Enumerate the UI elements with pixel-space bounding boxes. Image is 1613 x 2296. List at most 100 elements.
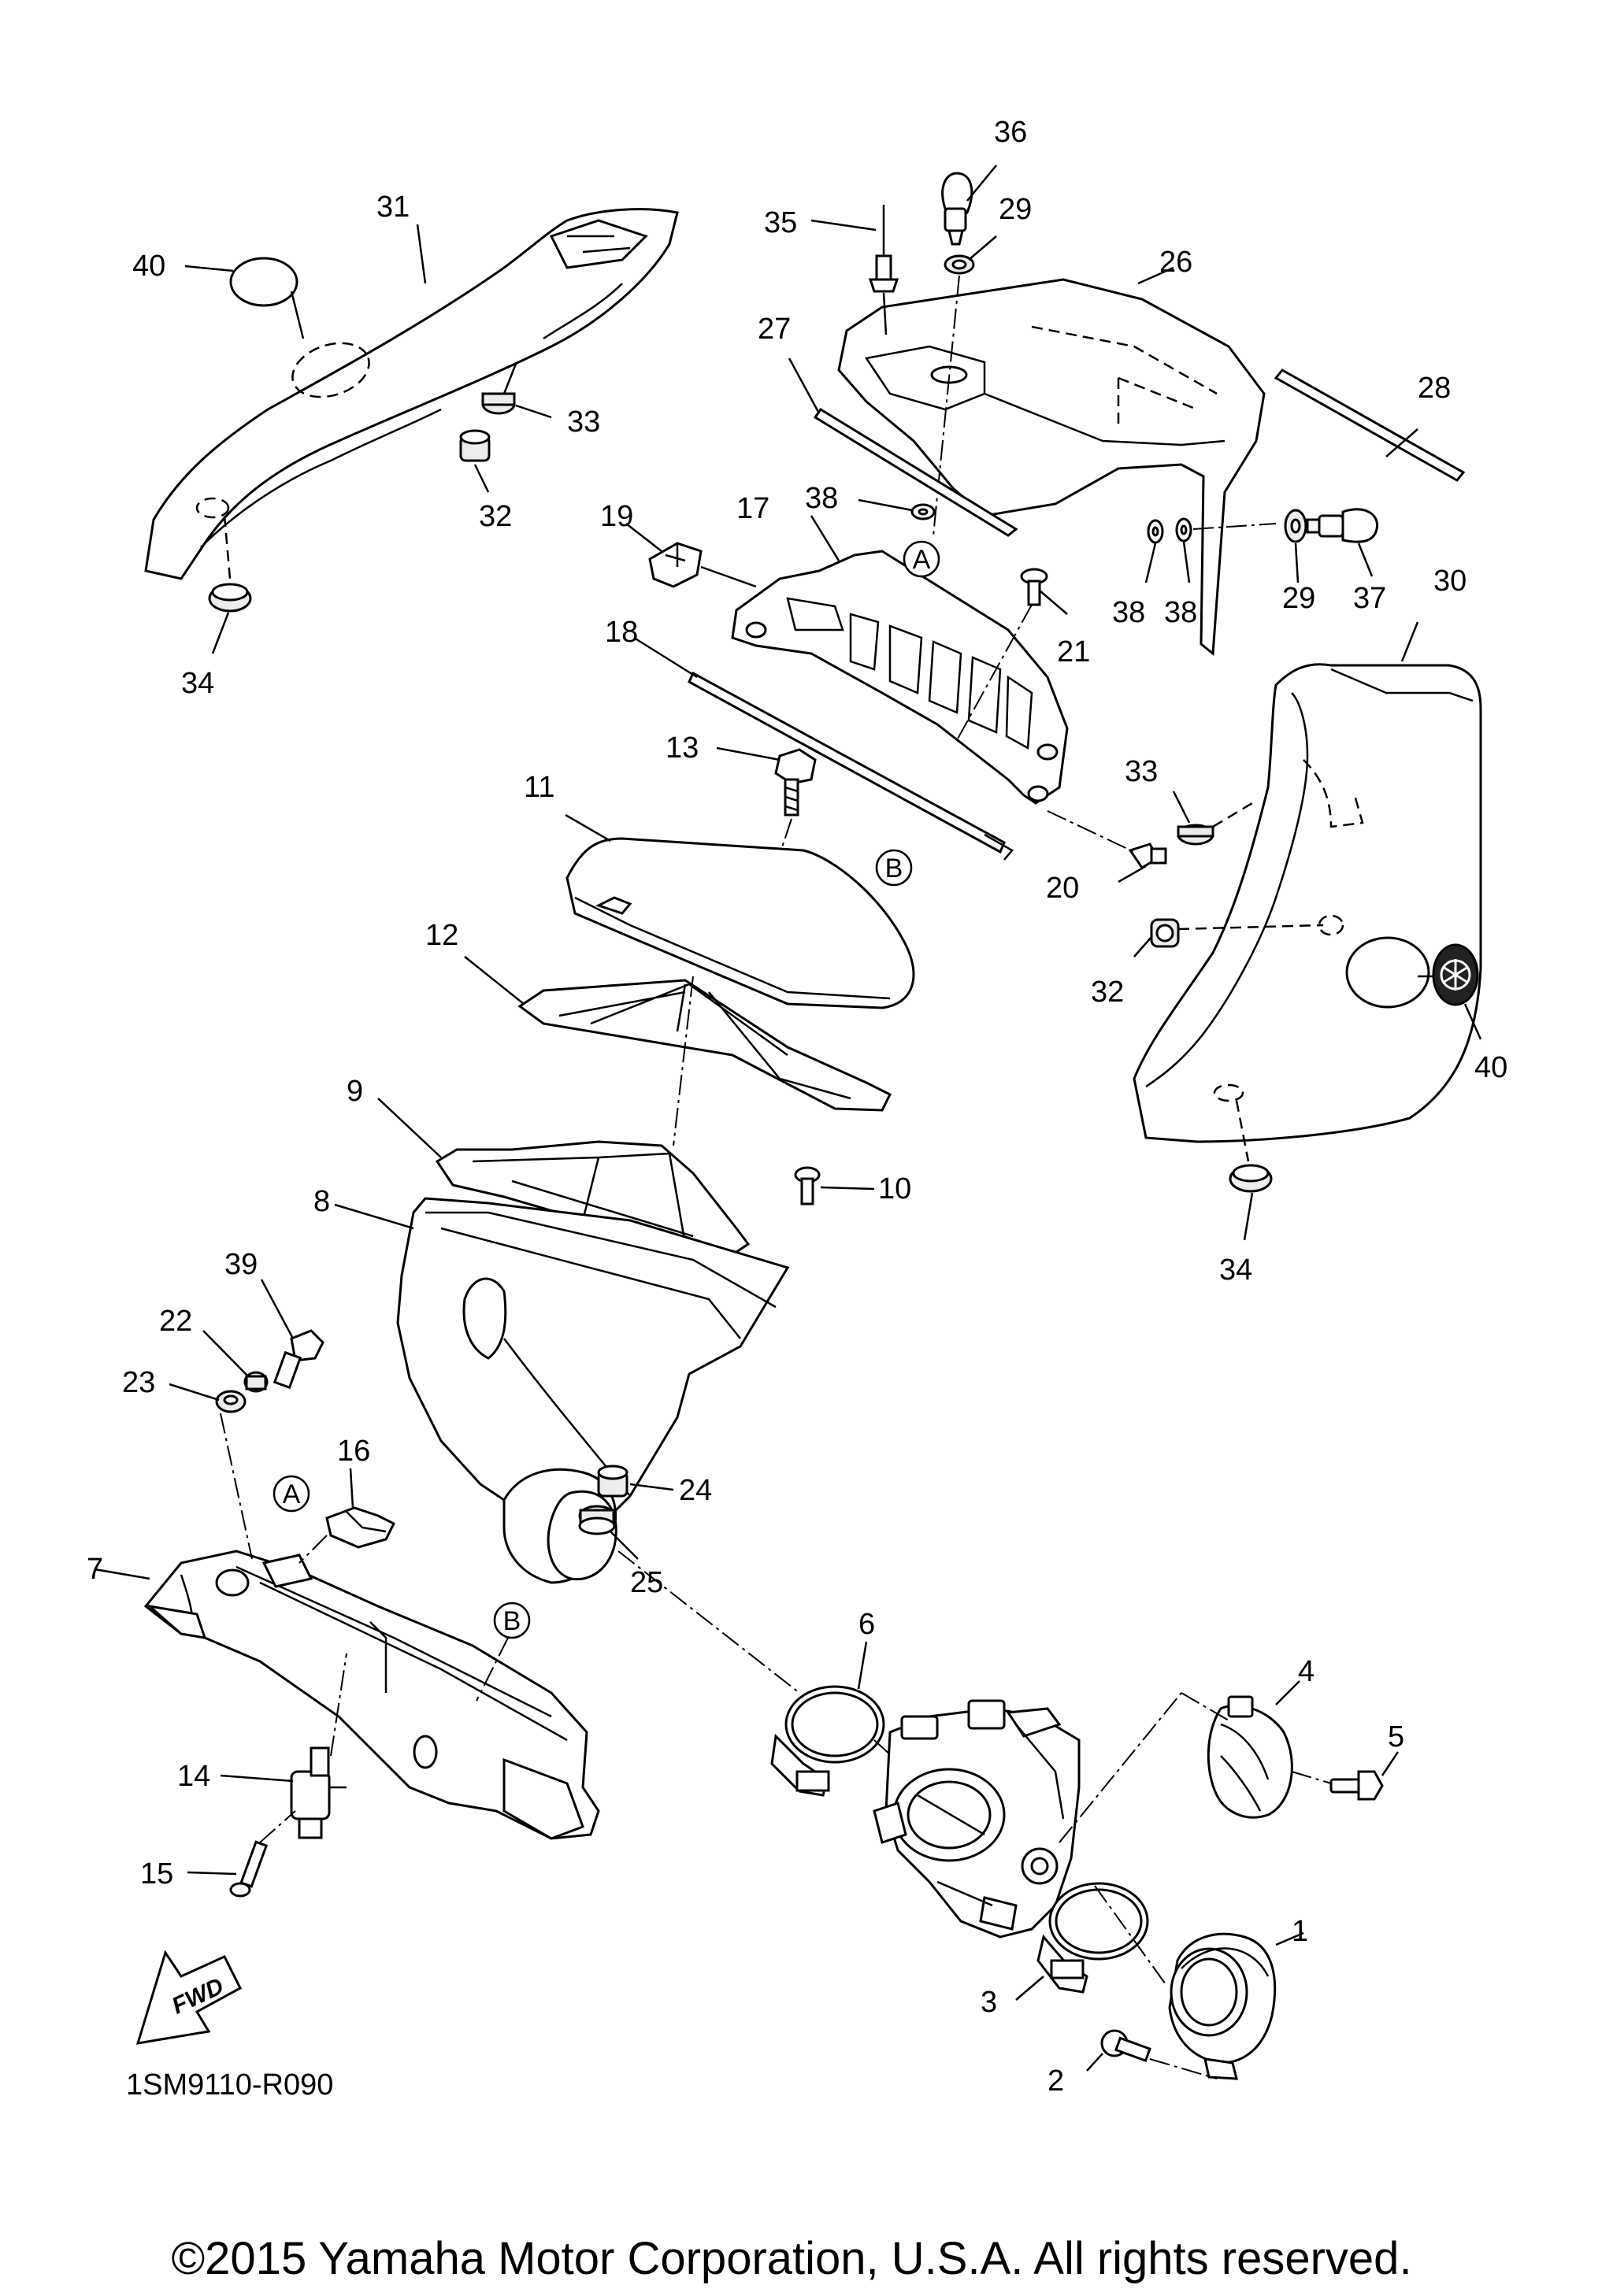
screw-10 [794, 1166, 821, 1205]
grommet-33-right [1177, 824, 1214, 846]
svg-text:A: A [283, 1479, 301, 1509]
bolt-39 [273, 1329, 324, 1390]
part-label-8: 8 [313, 1185, 330, 1218]
part-label-31: 31 [376, 191, 410, 224]
part-label-34-left: 34 [181, 667, 214, 700]
left-side-cover [144, 208, 679, 580]
sensor-14 [290, 1746, 347, 1839]
part-label-34-right: 34 [1219, 1254, 1252, 1287]
part-label-19: 19 [600, 500, 633, 533]
fastener-36 [941, 172, 973, 246]
ref-marker-B-bottom: B [493, 1602, 531, 1639]
grommet-24 [597, 1465, 629, 1498]
part-label-29-right: 29 [1282, 582, 1315, 615]
bolt-5 [1329, 1770, 1384, 1801]
part-label-1: 1 [1292, 1915, 1308, 1948]
grommet-29-right [1284, 509, 1307, 543]
left-emblem-40 [229, 257, 298, 307]
nut-22 [243, 1371, 269, 1393]
part-label-39: 39 [224, 1248, 258, 1281]
grommet-34-left [208, 583, 252, 613]
part-label-22: 22 [159, 1305, 192, 1338]
ref-marker-A-bottom: A [273, 1475, 310, 1513]
svg-text:A: A [913, 545, 931, 575]
part-label-35: 35 [764, 206, 797, 239]
part-label-10: 10 [878, 1172, 911, 1205]
grommet-32-right [1150, 918, 1180, 948]
part-labels: 1 2 3 4 5 6 7 8 9 10 11 12 13 14 15 16 1… [87, 116, 1507, 2098]
diagram-code: 1SM9110-R090 [126, 2068, 333, 2102]
fastener-37 [1306, 508, 1379, 543]
part-label-38-right-a: 38 [1112, 596, 1145, 629]
part-label-29-top: 29 [999, 193, 1032, 226]
part-label-30: 30 [1433, 565, 1467, 598]
bracket-7 [143, 1550, 600, 1840]
clip-19 [648, 542, 703, 588]
air-filter-case [396, 1197, 790, 1584]
part-label-16: 16 [337, 1435, 370, 1468]
part-label-33-left: 33 [567, 406, 600, 439]
bolt-20 [1128, 842, 1167, 870]
clip-16 [325, 1506, 396, 1549]
washer-23 [215, 1390, 247, 1413]
part-label-40-left: 40 [132, 250, 165, 283]
grommet-34-right [1229, 1164, 1273, 1193]
clamp-6 [770, 1685, 885, 1797]
part-label-13: 13 [666, 731, 699, 765]
part-label-14: 14 [177, 1760, 210, 1793]
joint-1 [1168, 1932, 1277, 2080]
bolt-13 [774, 748, 817, 817]
part-label-3: 3 [981, 1986, 997, 2019]
rivet-35 [868, 205, 899, 293]
part-label-27: 27 [758, 313, 791, 346]
air-filter-element [565, 837, 915, 1009]
cap-4 [1207, 1695, 1293, 1819]
part-label-32-right: 32 [1091, 976, 1124, 1009]
ref-marker-B-top: B [875, 849, 913, 887]
part-label-38-top: 38 [805, 482, 838, 515]
part-label-38-right-b: 38 [1164, 596, 1197, 629]
part-label-2: 2 [1048, 2065, 1064, 2098]
part-label-17: 17 [736, 492, 769, 525]
screw-15 [229, 1840, 269, 1898]
grommet-32-left [459, 429, 491, 462]
part-label-33-right: 33 [1125, 755, 1158, 788]
part-label-6: 6 [858, 1608, 875, 1641]
part-label-20: 20 [1046, 872, 1079, 905]
grommet-29-top [944, 254, 975, 275]
bolt-2 [1100, 2029, 1151, 2063]
seal-28 [1274, 368, 1466, 482]
part-label-4: 4 [1298, 1655, 1315, 1688]
air-duct [837, 278, 1266, 656]
air-filter-cover [731, 550, 1069, 805]
part-label-25: 25 [630, 1566, 663, 1599]
washer-38-right-b [1175, 517, 1192, 543]
washer-38-top [910, 503, 936, 520]
element-cage-12 [517, 979, 892, 1112]
element-cage-9 [435, 1140, 751, 1254]
part-label-37: 37 [1353, 582, 1386, 615]
grommet-25 [578, 1505, 616, 1535]
part-label-28: 28 [1418, 372, 1451, 405]
seal-18 [688, 671, 1006, 854]
part-label-26: 26 [1159, 246, 1192, 279]
copyright-notice: ©2015 Yamaha Motor Corporation, U.S.A. A… [171, 2233, 1411, 2284]
washer-38-right-a [1147, 519, 1164, 544]
ref-marker-A-top: A [903, 540, 940, 578]
part-label-21: 21 [1057, 635, 1090, 668]
grommet-33-left [481, 392, 516, 415]
part-label-9: 9 [347, 1075, 363, 1108]
part-label-18: 18 [605, 616, 638, 649]
part-label-40-right: 40 [1474, 1051, 1507, 1084]
part-label-23: 23 [122, 1366, 155, 1399]
clamp-3 [1036, 1882, 1149, 1994]
svg-text:B: B [885, 854, 903, 883]
right-emblem-40 [1432, 943, 1479, 1006]
part-label-11: 11 [524, 771, 554, 804]
part-label-15: 15 [140, 1857, 173, 1890]
fwd-arrow: FWD [135, 1950, 242, 2045]
right-side-cover [1133, 663, 1482, 1143]
part-label-12: 12 [425, 919, 458, 952]
part-label-32-left: 32 [479, 500, 512, 533]
